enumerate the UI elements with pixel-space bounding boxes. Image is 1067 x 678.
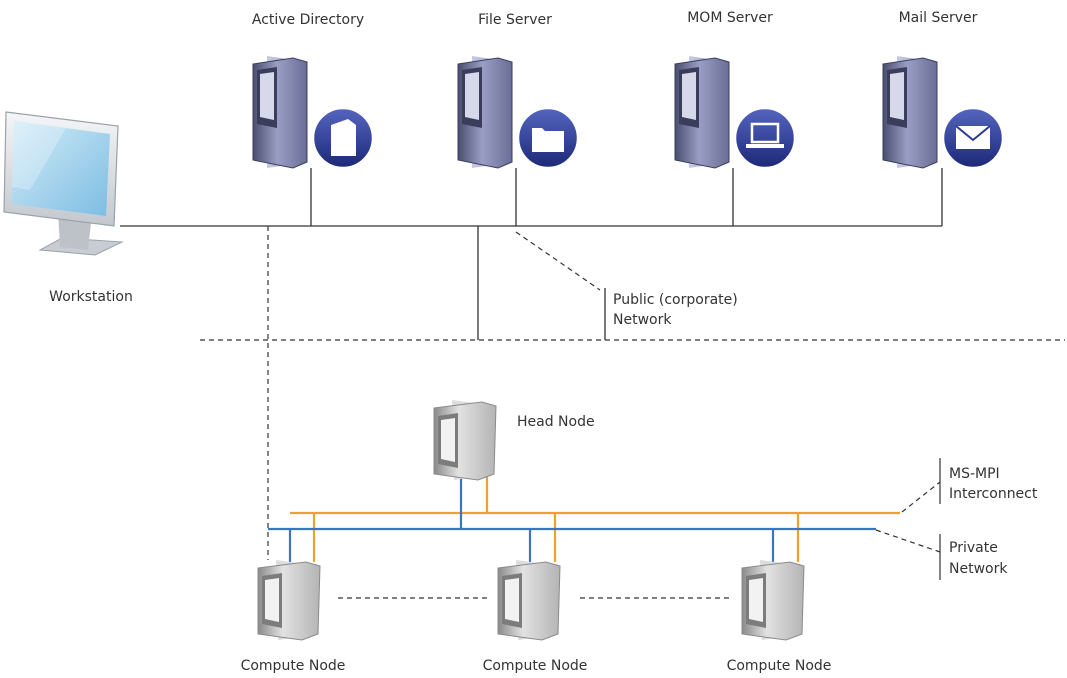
folder-badge-icon	[516, 106, 580, 170]
public-network-label-line1: Public (corporate)	[613, 292, 738, 308]
compute-node-1[interactable]	[257, 560, 321, 641]
laptop-badge-icon	[733, 106, 797, 170]
active-directory-label: Active Directory	[251, 12, 365, 28]
compute-node-1-label: Compute Node	[240, 658, 346, 674]
compute-node-2-label: Compute Node	[482, 658, 588, 674]
private-network-label-line1: Private	[949, 540, 998, 556]
server-mail[interactable]	[882, 56, 1005, 170]
compute-node-3-label: Compute Node	[726, 658, 832, 674]
private-network-label-line2: Network	[949, 561, 1008, 577]
workstation-label: Workstation	[49, 289, 133, 305]
mom-server-label: MOM Server	[687, 10, 773, 26]
mail-server-label: Mail Server	[898, 10, 978, 26]
server-file[interactable]	[457, 56, 580, 170]
interconnect-label-line1: MS-MPI	[949, 466, 1000, 482]
private-callout-leader	[875, 529, 941, 553]
server-tower-icon	[674, 56, 730, 169]
node-tower-icon	[257, 560, 321, 641]
compute-node-2[interactable]	[497, 560, 561, 641]
mpi-network-lines	[290, 468, 900, 562]
server-mom[interactable]	[674, 56, 797, 170]
head-node-label: Head Node	[517, 414, 595, 430]
monitor-icon	[3, 111, 124, 256]
workstation[interactable]	[3, 111, 124, 256]
public-network-lines	[120, 168, 943, 340]
node-tower-icon	[497, 560, 561, 641]
directory-badge-icon	[311, 106, 375, 170]
envelope-badge-icon	[941, 106, 1005, 170]
server-tower-icon	[882, 56, 938, 169]
file-server-label: File Server	[478, 12, 552, 28]
interconnect-label-line2: Interconnect	[949, 486, 1038, 502]
head-node[interactable]	[433, 400, 497, 481]
server-tower-icon	[457, 56, 513, 169]
interconnect-callout-leader	[901, 481, 941, 513]
compute-node-3[interactable]	[741, 560, 805, 641]
server-active-directory[interactable]	[252, 56, 375, 170]
public-network-callout-leader	[515, 231, 601, 291]
public-network-label-line2: Network	[613, 312, 672, 328]
node-tower-icon	[741, 560, 805, 641]
private-network-lines	[268, 475, 876, 562]
server-tower-icon	[252, 56, 308, 169]
node-tower-icon	[433, 400, 497, 481]
dashed-lines	[200, 226, 1065, 599]
